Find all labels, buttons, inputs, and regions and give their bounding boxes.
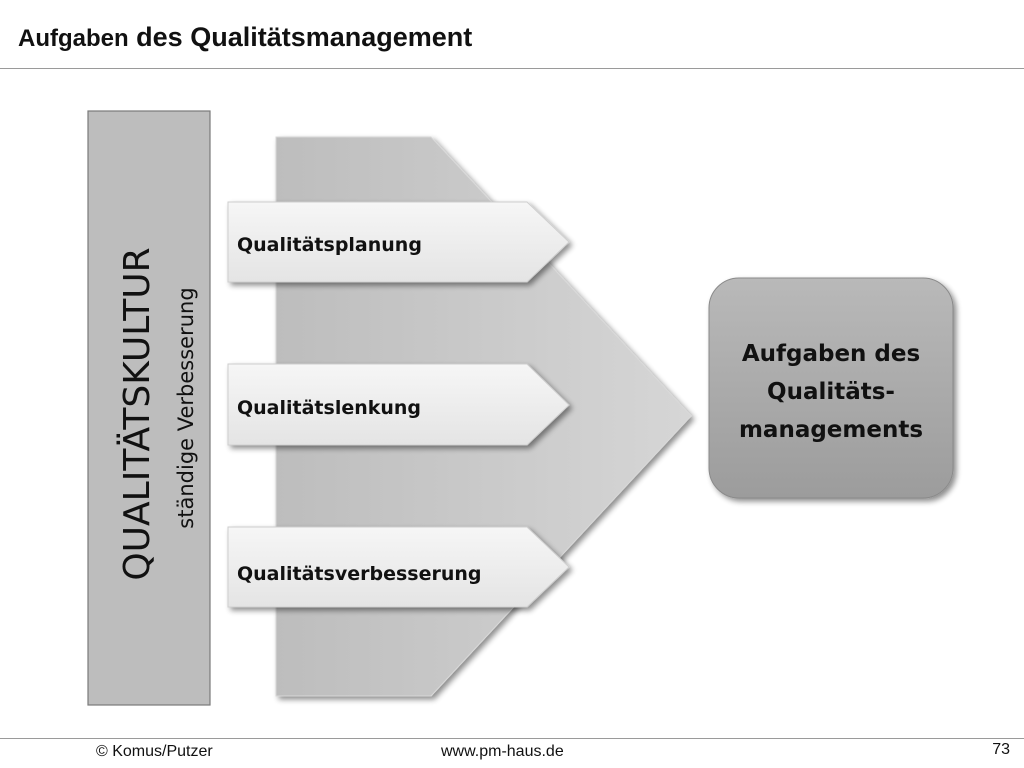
slide-title-small: Aufgaben	[18, 25, 129, 52]
footer-divider	[0, 738, 1024, 739]
slide-title: Aufgaben des Qualitätsmanagement	[18, 24, 472, 51]
result-box: Aufgaben des Qualitäts- managements	[708, 277, 954, 499]
task-arrow-shape	[227, 363, 570, 446]
task-arrow-planning: Qualitätsplanung	[227, 201, 570, 283]
culture-title: QUALITÄTSKULTUR	[116, 247, 158, 580]
task-arrow-improvement: Qualitätsverbesserung	[227, 526, 570, 608]
result-box-shape	[708, 277, 954, 499]
footer-copyright: © Komus/Putzer	[96, 743, 213, 760]
task-label: Qualitätsplanung	[237, 234, 422, 256]
culture-subtitle: ständige Verbesserung	[174, 287, 198, 528]
result-line-3: managements	[739, 417, 923, 443]
task-label: Qualitätsverbesserung	[237, 563, 481, 585]
task-label: Qualitätslenkung	[237, 397, 421, 419]
slide-title-large: des Qualitätsmanagement	[128, 22, 473, 52]
result-line-1: Aufgaben des	[742, 341, 920, 367]
culture-bar	[87, 110, 211, 706]
task-arrow-control: Qualitätslenkung	[227, 363, 570, 446]
footer-website: www.pm-haus.de	[441, 743, 564, 760]
result-line-2: Qualitäts-	[767, 379, 895, 405]
page-number: 73	[992, 741, 1010, 758]
task-arrow-shape	[227, 526, 570, 608]
header-divider	[0, 68, 1024, 69]
task-arrow-shape	[227, 201, 570, 283]
